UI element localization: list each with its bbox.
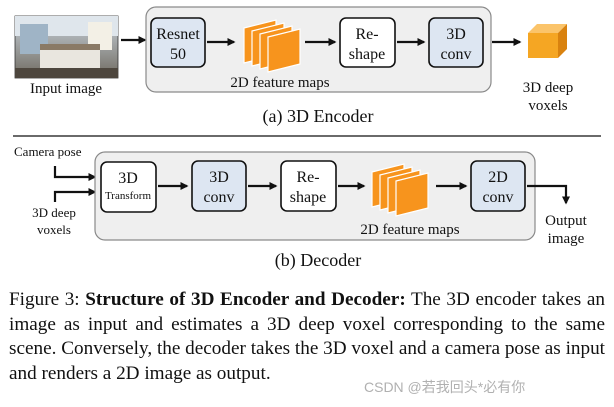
encoder-subcaption: (a) 3D Encoder — [263, 106, 374, 127]
caption-bold-title: Structure of 3D Encoder and Decoder: — [85, 289, 406, 310]
transform-label-line2: Transform — [105, 190, 151, 202]
voxel-cube-icon — [528, 24, 567, 58]
decoder-2dconv-label-line2: conv — [482, 189, 513, 206]
decoder-feature-maps-label: 2D feature maps — [360, 222, 459, 238]
decoder-3dconv-box — [191, 160, 247, 212]
decoder-feature-maps-stack — [371, 163, 429, 217]
caption-body: The 3D encoder takes an image as input a… — [9, 289, 606, 384]
arrow-to-output-image — [527, 184, 570, 205]
encoder-output-label-line1: 3D deep — [523, 80, 573, 96]
encoder-3dconv-box — [428, 17, 484, 68]
encoder-panel — [145, 6, 492, 93]
caption-prefix: Figure 3: — [9, 289, 86, 310]
decoder-reshape-label-line1: Re- — [296, 169, 319, 186]
decoder-section: Camera pose 3D deep voxels 3D Transform … — [14, 144, 588, 271]
decoder-reshape-label-line2: shape — [290, 189, 326, 206]
encoder-output-label-line2: voxels — [528, 98, 567, 114]
output-image-label-line2: image — [548, 231, 585, 247]
encoder-3dconv-label-line2: conv — [440, 46, 471, 63]
encoder-feature-maps-stack — [243, 19, 301, 73]
architecture-diagram: Input image Resnet 50 2D feature maps Re… — [13, 6, 601, 271]
resnet50-box — [150, 17, 206, 68]
decoder-subcaption: (b) Decoder — [275, 250, 361, 271]
resnet50-label-line1: Resnet — [156, 26, 200, 43]
decoder-reshape-box — [280, 160, 337, 212]
transform-label-line1: 3D — [118, 170, 138, 187]
decoder-voxels-label-line1: 3D deep — [32, 205, 76, 220]
encoder-reshape-box — [339, 17, 396, 68]
decoder-2dconv-box — [470, 160, 526, 212]
decoder-voxels-label-line2: voxels — [37, 222, 71, 237]
transform-box — [100, 161, 157, 213]
decoder-3dconv-label-line1: 3D — [209, 169, 229, 186]
output-image-label-line1: Output — [545, 213, 588, 229]
watermark: CSDN @若我回头*必有你 — [364, 379, 526, 395]
input-image-thumbnail — [14, 15, 119, 79]
encoder-section: Input image Resnet 50 2D feature maps Re… — [14, 6, 573, 127]
encoder-feature-maps-label: 2D feature maps — [230, 75, 329, 91]
resnet50-label-line2: 50 — [170, 46, 186, 63]
arrow-voxels-in — [53, 188, 97, 202]
encoder-reshape-label-line1: Re- — [355, 26, 378, 43]
input-image-label: Input image — [30, 81, 102, 97]
encoder-reshape-label-line2: shape — [349, 46, 385, 63]
figure-caption: Figure 3: Structure of 3D Encoder and De… — [9, 288, 605, 386]
decoder-2dconv-label-line1: 2D — [488, 169, 508, 186]
camera-pose-label: Camera pose — [14, 144, 82, 159]
encoder-3dconv-label-line1: 3D — [446, 26, 466, 43]
arrow-camera-pose-in — [53, 166, 97, 181]
decoder-3dconv-label-line2: conv — [203, 189, 234, 206]
